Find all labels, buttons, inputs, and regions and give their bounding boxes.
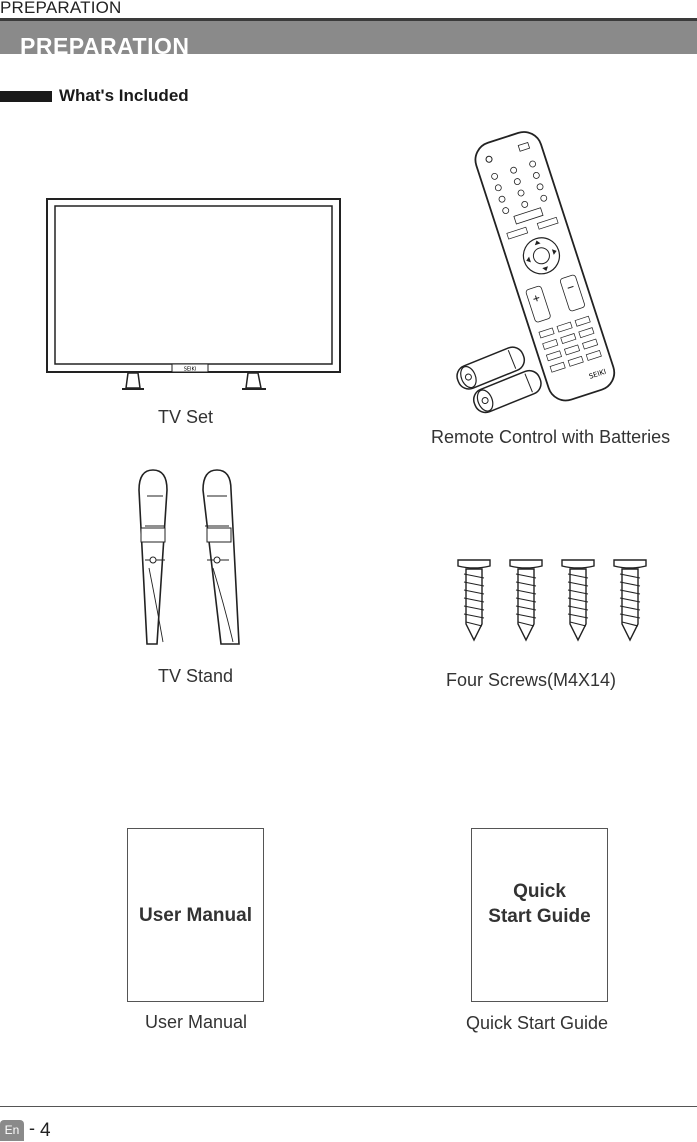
remote-control-illustration: SEIKI: [456, 131, 616, 414]
page-separator: -: [29, 1118, 35, 1138]
section-marker: [0, 91, 52, 102]
tv-set-illustration: SEIKI: [46, 198, 341, 390]
user-manual-cover-text: User Manual: [139, 904, 252, 926]
caption-remote-control: Remote Control with Batteries: [431, 427, 671, 447]
title-bar: PREPARATION: [0, 18, 697, 59]
page-title: PREPARATION: [20, 33, 190, 59]
user-manual-booklet: User Manual: [127, 828, 264, 1002]
caption-tv-set: TV Set: [158, 407, 214, 427]
quick-start-guide-booklet: Quick Start Guide: [471, 828, 608, 1002]
caption-screws: Four Screws(M4X14): [446, 670, 617, 690]
section-title: What's Included: [59, 86, 189, 105]
footer-rule: [0, 1106, 697, 1107]
caption-user-manual: User Manual: [145, 1012, 248, 1032]
quick-start-guide-cover-text: Quick Start Guide: [488, 881, 591, 927]
svg-text:SEIKI: SEIKI: [184, 367, 197, 373]
language-badge: En: [0, 1120, 24, 1141]
page-number: 4: [40, 1120, 51, 1141]
caption-tv-stand: TV Stand: [158, 666, 234, 686]
screws-illustration: [457, 559, 647, 642]
running-head: PREPARATION: [0, 0, 122, 17]
caption-quick-start-guide: Quick Start Guide: [466, 1013, 609, 1033]
tv-stand-illustration: [138, 469, 240, 645]
